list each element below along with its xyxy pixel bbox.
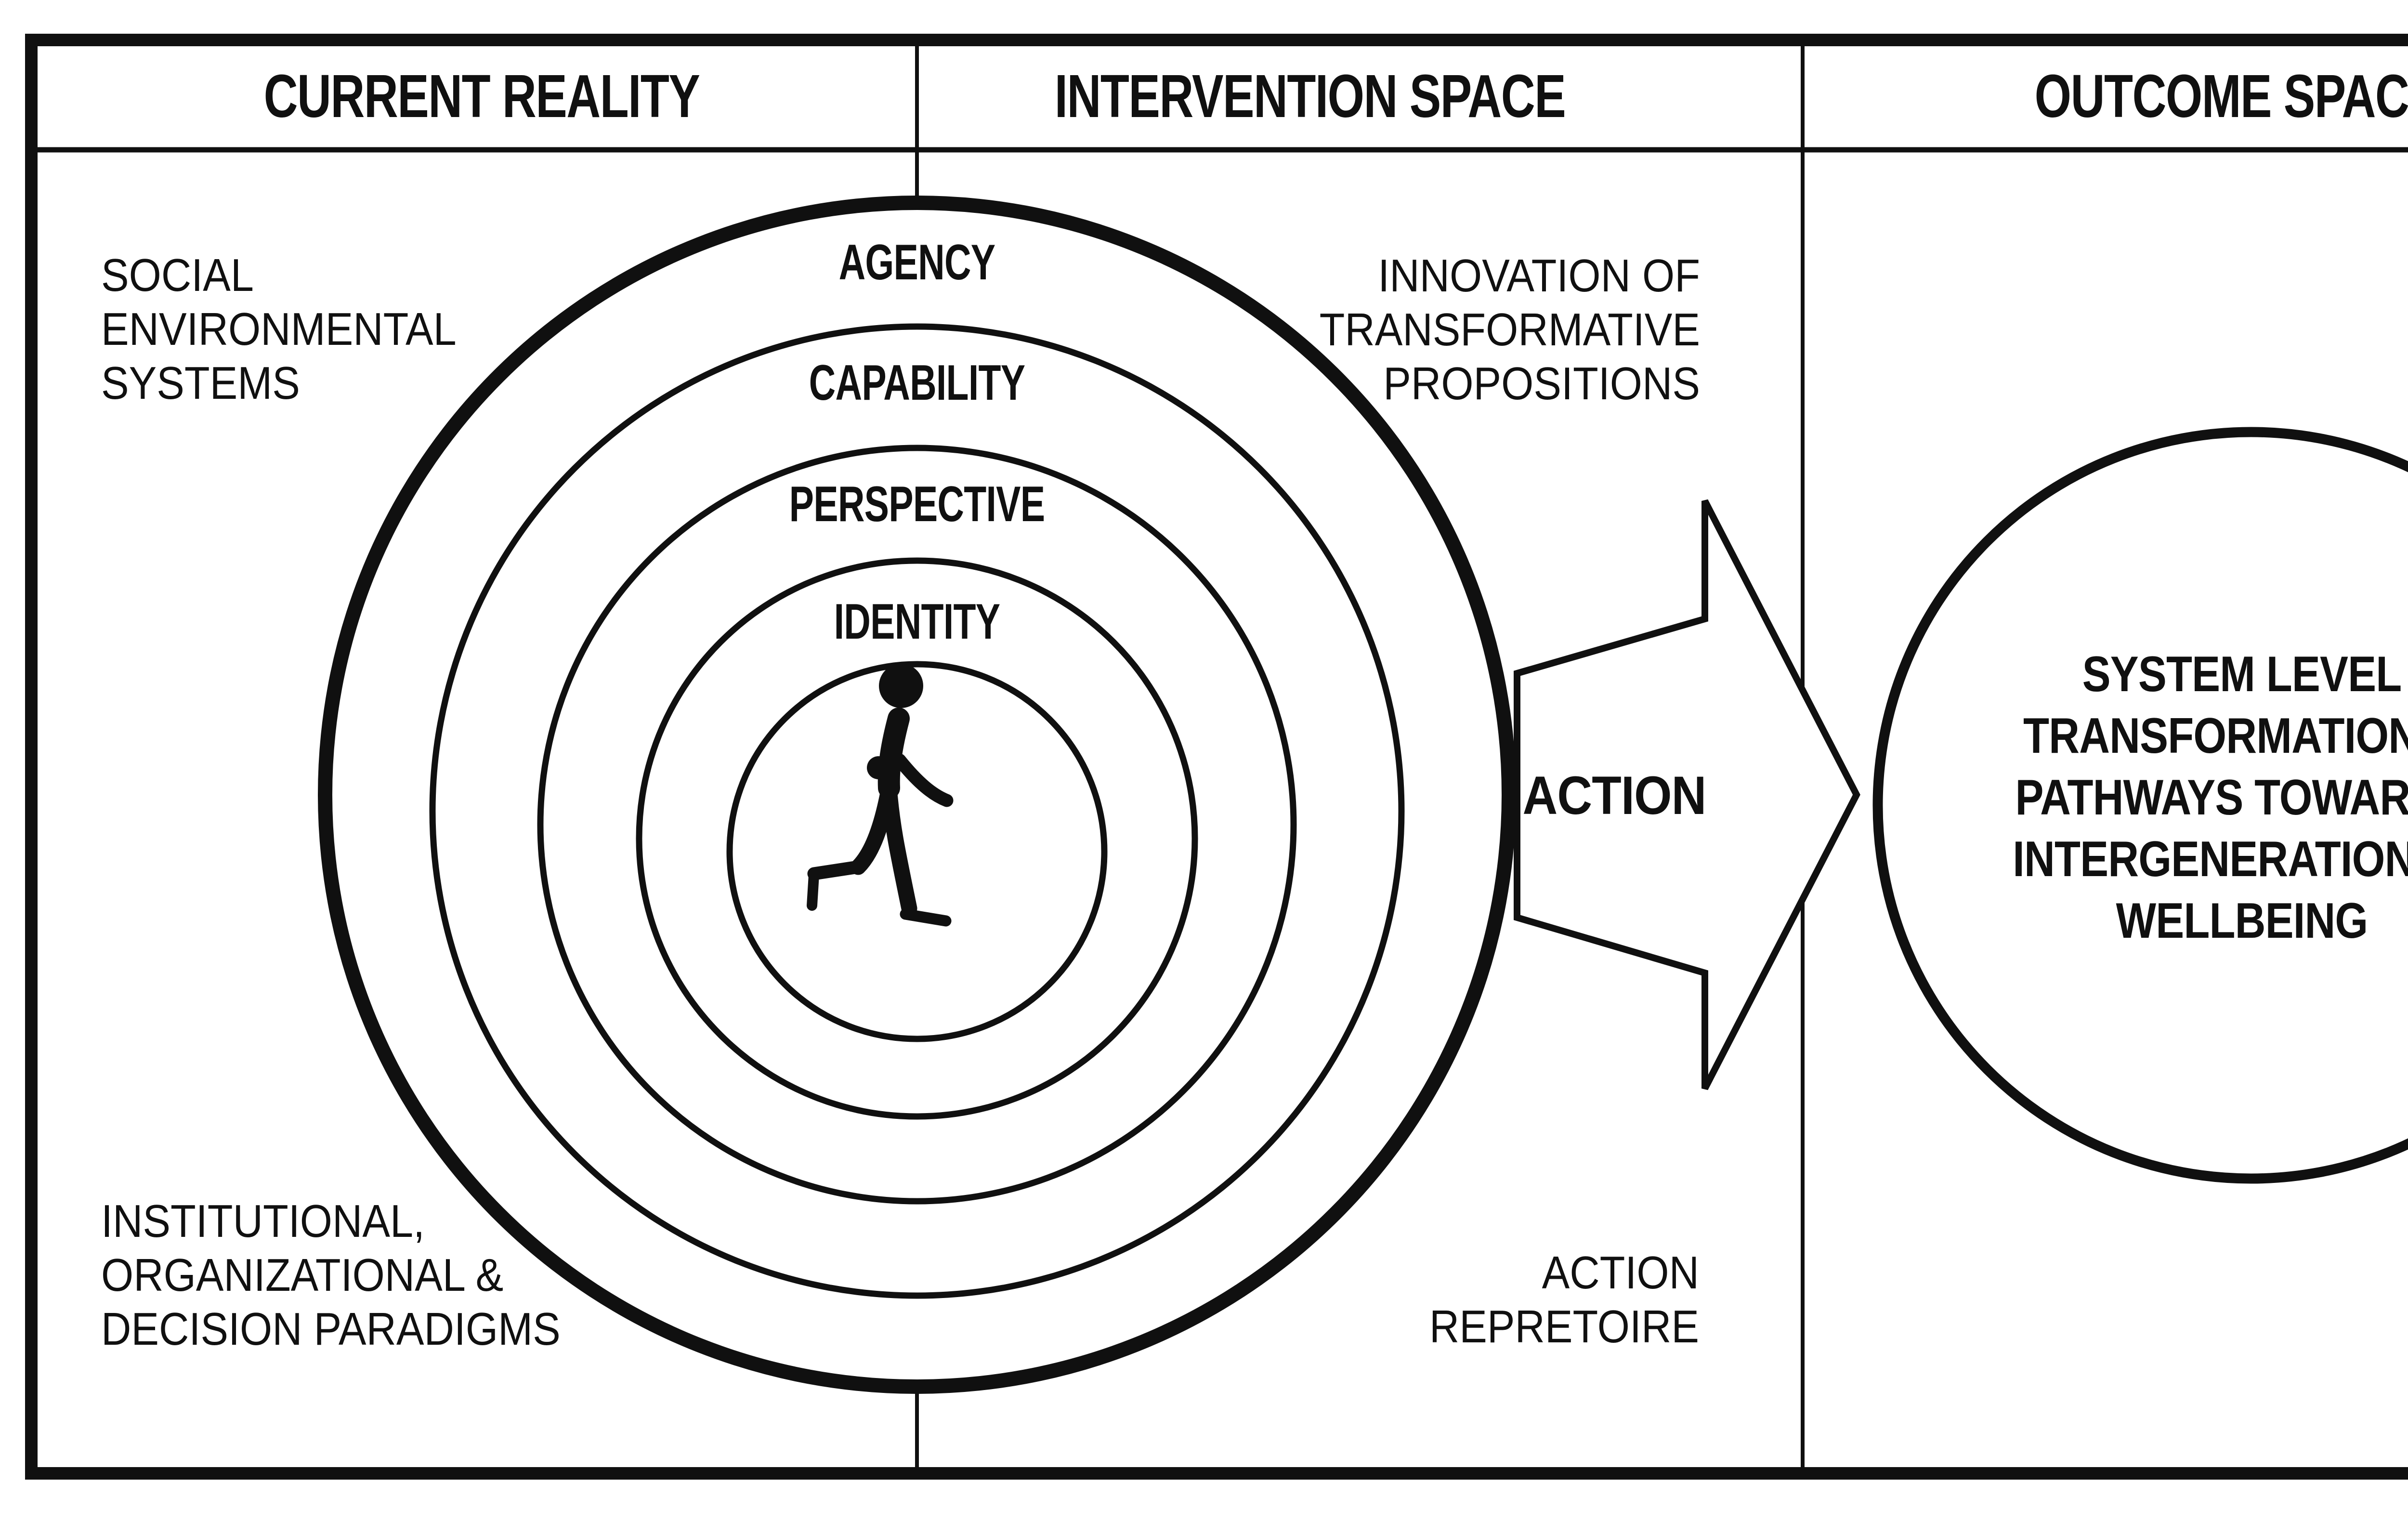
ring-label-perspective: PERSPECTIVE <box>789 476 1045 532</box>
ring-label-agency: AGENCY <box>838 235 996 290</box>
ring-inner-circle <box>726 661 1108 1042</box>
runner-back-foot <box>807 869 819 911</box>
outcome-circle-label: SYSTEM LEVEL TRANSFORMATION & PATHWAYS T… <box>2013 646 2408 949</box>
runner-front-foot <box>900 908 952 927</box>
ring-label-capability: CAPABILITY <box>809 355 1025 411</box>
ring-identity-circle <box>636 557 1198 1120</box>
header-outcome-space: OUTCOME SPACE <box>2034 62 2408 130</box>
ring-agency-circle <box>318 196 1516 1394</box>
label-institutional-paradigms: INSTITUTIONAL, ORGANIZATIONAL & DECISION… <box>101 1195 561 1355</box>
action-arrow <box>1514 499 1860 1090</box>
header-intervention-space: INTERVENTION SPACE <box>1054 62 1566 130</box>
ring-capability-circle <box>429 323 1405 1299</box>
label-action-repretoire: ACTION REPRETOIRE <box>1429 1247 1699 1352</box>
outcome-circle <box>1872 427 2408 1184</box>
runner-back-thigh <box>850 780 897 875</box>
runner-torso <box>877 708 910 799</box>
header-current-reality: CURRENT REALITY <box>263 62 700 130</box>
action-arrow-label: ACTION <box>1522 765 1707 826</box>
ring-label-identity: IDENTITY <box>834 594 1000 650</box>
label-innovation-propositions: INNOVATION OF TRANSFORMATIVE PROPOSITION… <box>1319 250 1700 409</box>
ring-perspective-circle <box>537 445 1297 1205</box>
label-social-environmental-systems: SOCIAL ENVIRONMENTAL SYSTEMS <box>101 249 457 409</box>
runner-chest <box>867 756 890 779</box>
outer-frame <box>25 34 2408 1480</box>
runner-head <box>879 664 923 708</box>
running-person-icon <box>807 664 954 927</box>
runner-arm <box>893 753 954 807</box>
runner-back-shin <box>807 860 865 880</box>
